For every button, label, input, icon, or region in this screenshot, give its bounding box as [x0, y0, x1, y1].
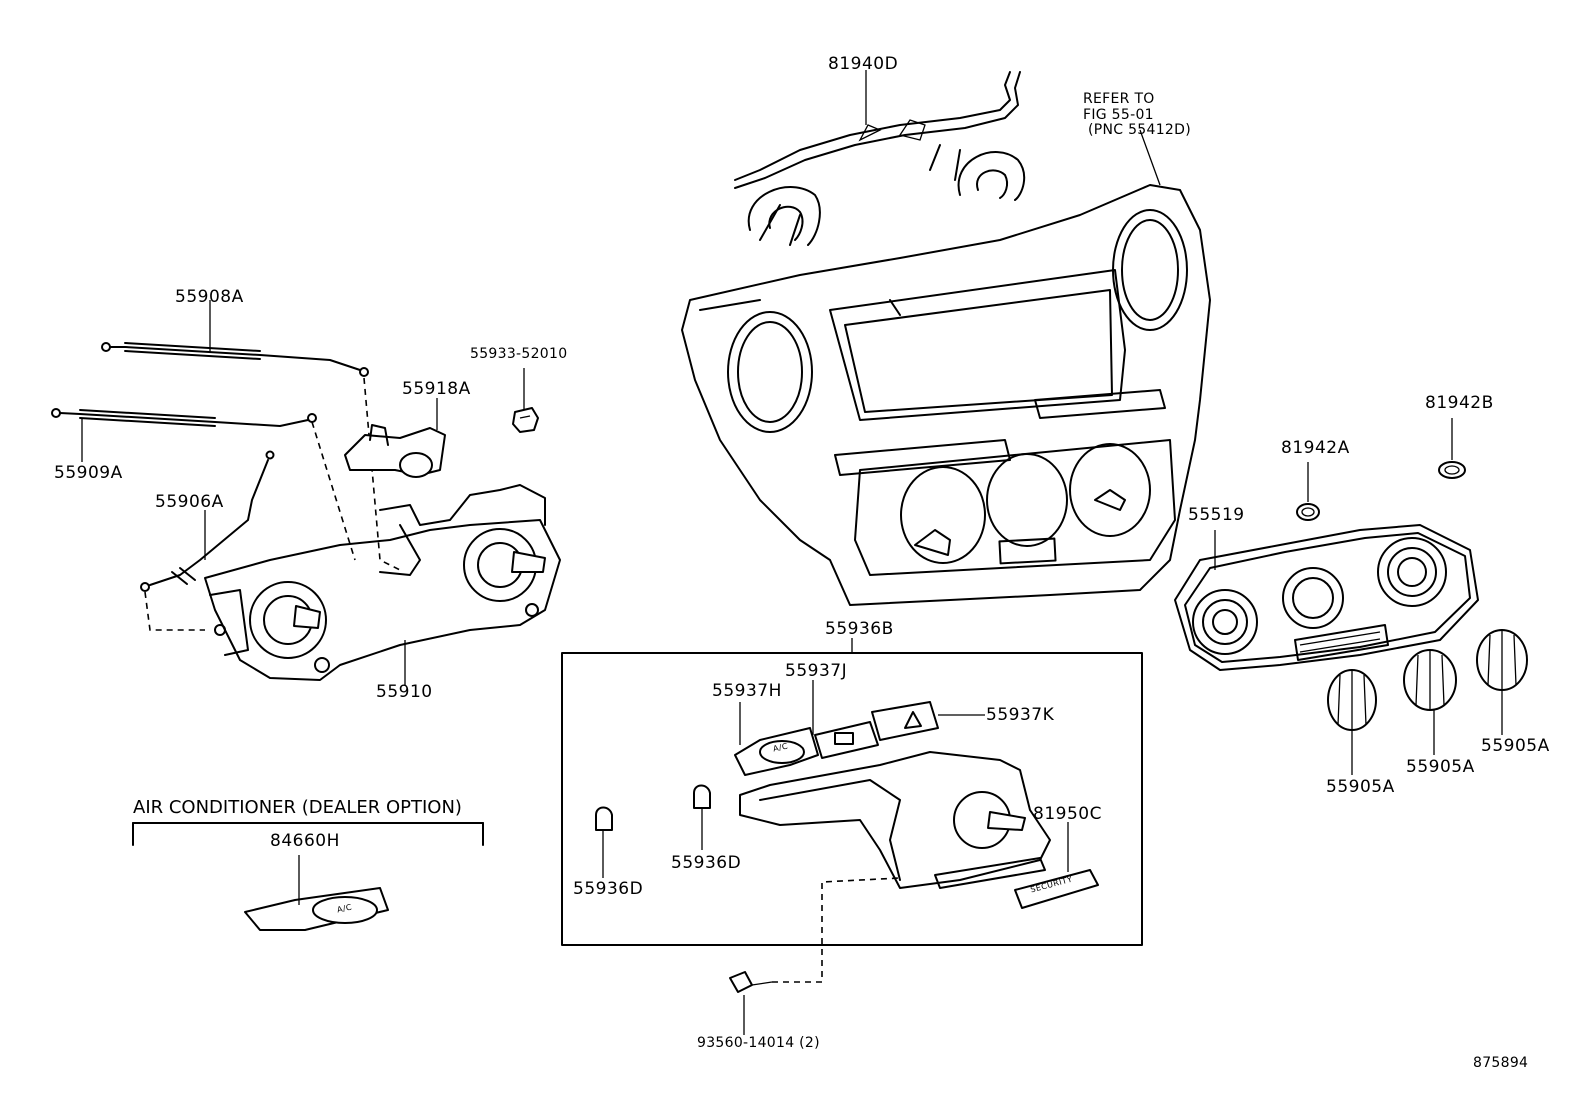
label-55937K: 55937K: [986, 705, 1055, 725]
label-81942B: 81942B: [1425, 393, 1494, 413]
figure-number: 875894: [1473, 1055, 1529, 1071]
lever-55918A: [344, 398, 446, 478]
switch-55937K: [871, 701, 985, 741]
switch-55937H: [734, 702, 819, 776]
label-55905A-left: 55905A: [1326, 777, 1395, 797]
ac-option-bracket: [132, 822, 484, 846]
label-ac-dealer-option: AIR CONDITIONER (DEALER OPTION): [133, 797, 462, 818]
label-refer-line2: FIG 55-01: [1083, 107, 1154, 123]
switch-84660H: [244, 855, 389, 931]
label-55908A: 55908A: [175, 287, 244, 307]
label-55910: 55910: [376, 682, 433, 702]
label-81940D: 81940D: [828, 54, 899, 74]
label-93560-14014: 93560-14014 (2): [697, 1035, 820, 1051]
clip-81942A: [1296, 503, 1320, 521]
label-55936B: 55936B: [825, 619, 894, 639]
label-55905A-middle: 55905A: [1406, 757, 1475, 777]
screw-93560-14014: [729, 877, 901, 1035]
control-cables: [51, 300, 369, 592]
bulb-55936D-inner: [693, 784, 711, 850]
clip-55933-52010: [512, 368, 539, 433]
label-55906A: 55906A: [155, 492, 224, 512]
label-55909A: 55909A: [54, 463, 123, 483]
knob-55905A-middle: [1403, 649, 1457, 755]
label-55936D-inner: 55936D: [671, 853, 742, 873]
label-55937H: 55937H: [712, 681, 782, 701]
label-81942A: 81942A: [1281, 438, 1350, 458]
switch-bracket: [739, 751, 1051, 889]
knob-55905A-right: [1476, 629, 1528, 735]
label-55937J: 55937J: [785, 661, 848, 681]
center-cluster-bezel: [681, 129, 1211, 606]
control-assembly-55910: [204, 484, 561, 685]
label-84660H: 84660H: [270, 831, 340, 851]
security-plate-81950C: [1014, 822, 1099, 909]
label-refer-line3: (PNC 55412D): [1088, 122, 1191, 138]
label-55519: 55519: [1188, 505, 1245, 525]
group-box-55936B: [561, 652, 1143, 946]
label-55936D-box: 55936D: [573, 879, 644, 899]
label-81950C: 81950C: [1033, 804, 1102, 824]
bulb-55936D-box: [595, 806, 613, 878]
wire-harness-81940D: [734, 70, 1026, 246]
knob-55905A-left: [1327, 669, 1377, 775]
label-55933-52010: 55933-52010: [470, 346, 568, 362]
clip-81942B: [1438, 461, 1466, 479]
label-55918A: 55918A: [402, 379, 471, 399]
switch-55937J: [812, 680, 879, 759]
label-refer-line1: REFER TO: [1083, 91, 1155, 107]
label-55905A-right: 55905A: [1481, 736, 1550, 756]
control-panel-55519: [1174, 524, 1479, 671]
